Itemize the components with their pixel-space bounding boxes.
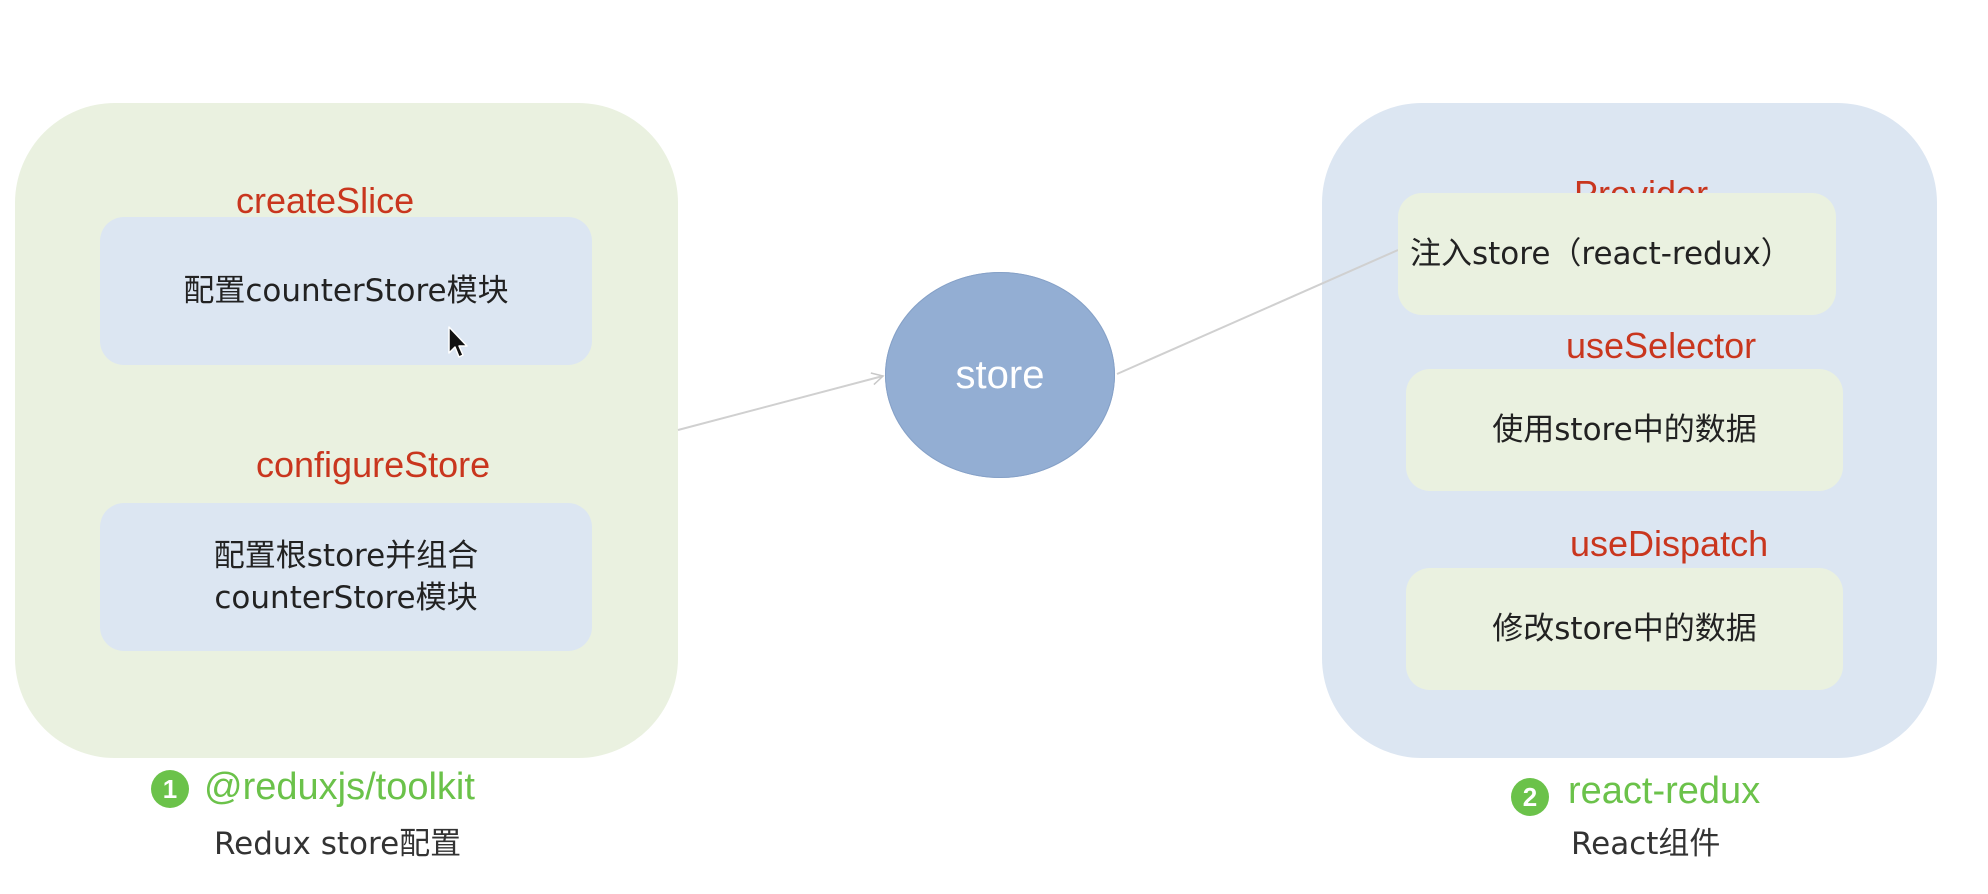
create-slice-label: createSlice	[236, 180, 415, 221]
step-1-badge: 1	[151, 770, 189, 808]
configure-store-box-line2: counterStore模块	[214, 580, 478, 616]
use-selector-label: useSelector	[1566, 325, 1757, 366]
redux-toolkit-title: @reduxjs/toolkit	[204, 766, 475, 808]
provider-box-text: 注入store（react-redux）	[1410, 236, 1792, 272]
store-node: store	[885, 272, 1115, 478]
use-selector-box-text: 使用store中的数据	[1492, 412, 1757, 448]
create-slice-box-text: 配置counterStore模块	[183, 273, 509, 309]
redux-toolkit-subtitle: Redux store配置	[214, 826, 462, 862]
use-selector-box: 使用store中的数据	[1406, 369, 1843, 491]
use-dispatch-label: useDispatch	[1570, 523, 1769, 564]
edge-toolkit-to-store	[677, 372, 885, 431]
react-redux-title: react-redux	[1568, 770, 1761, 812]
mouse-cursor-icon	[448, 326, 468, 358]
create-slice-box: 配置counterStore模块	[100, 217, 592, 365]
configure-store-label: configureStore	[256, 444, 491, 485]
step-2-badge: 2	[1511, 778, 1549, 816]
react-redux-subtitle: React组件	[1571, 826, 1721, 862]
configure-store-box-line1: 配置根store并组合	[213, 538, 479, 574]
configure-store-box: 配置根store并组合 counterStore模块	[100, 503, 592, 651]
use-dispatch-box-text: 修改store中的数据	[1492, 611, 1757, 647]
use-dispatch-box: 修改store中的数据	[1406, 568, 1843, 690]
provider-box: 注入store（react-redux）	[1398, 193, 1836, 315]
store-node-label: store	[955, 352, 1045, 397]
